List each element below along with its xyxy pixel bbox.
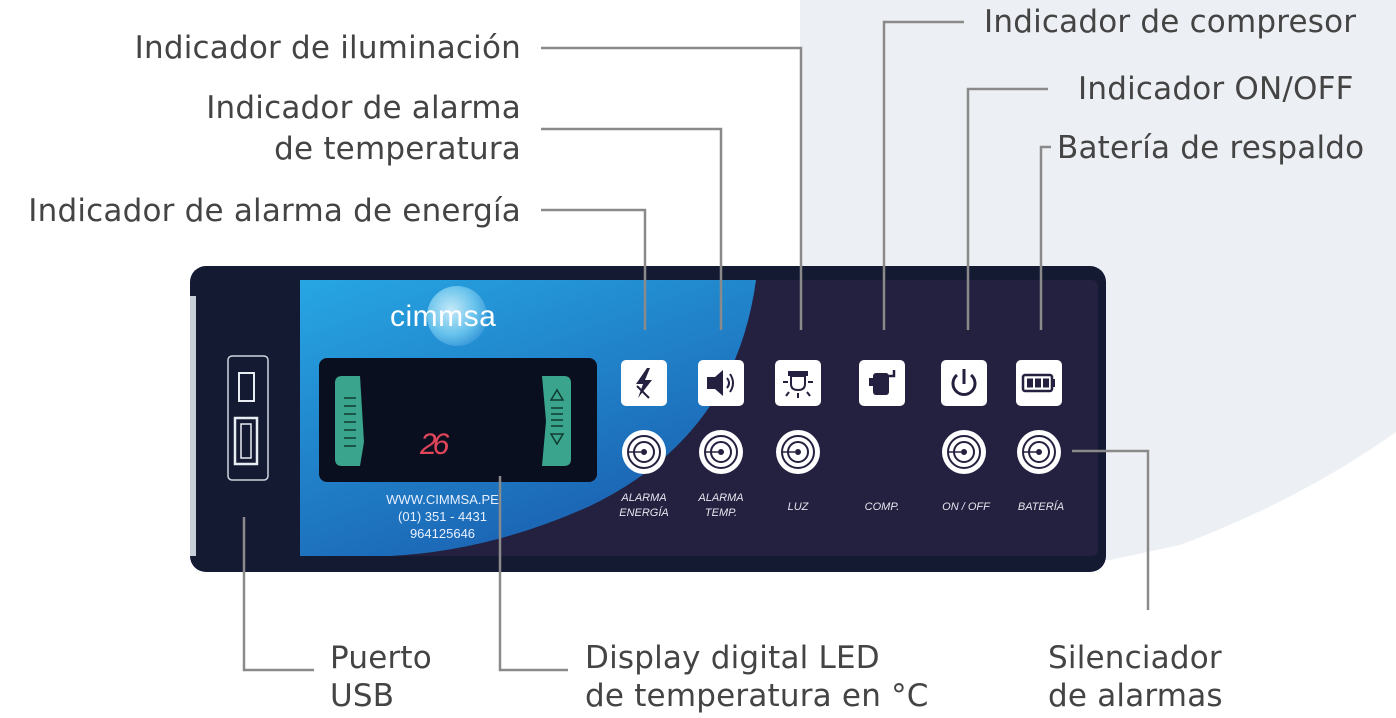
callout-display-line1: Display digital LED — [585, 640, 880, 676]
callout-silenciador-line2: de alarmas — [1048, 678, 1223, 714]
speaker-icon — [698, 360, 744, 406]
temperature-readout: 26 — [420, 428, 449, 461]
label-alarma-temp-1: ALARMA — [698, 492, 744, 504]
lightning-icon — [621, 360, 667, 406]
callout-compresor: Indicador de compresor — [984, 4, 1357, 40]
callout-on-off: Indicador ON/OFF — [1078, 71, 1354, 107]
label-alarma-temp-2: TEMP. — [704, 507, 738, 519]
website-text: WWW.CIMMSA.PE — [386, 492, 499, 507]
on-off-button[interactable] — [941, 429, 987, 475]
callout-silenciador-line1: Silenciador — [1048, 640, 1222, 676]
power-icon — [941, 360, 987, 406]
callout-alarma-temp-line1: Indicador de alarma — [206, 90, 521, 126]
battery-icon — [1016, 360, 1062, 406]
label-comp: COMP. — [864, 501, 900, 513]
label-on-off: ON / OFF — [942, 501, 990, 513]
phone-text: (01) 351 - 4431 — [398, 509, 487, 524]
compressor-icon — [859, 360, 905, 406]
callout-alarma-energia: Indicador de alarma de energía — [28, 193, 521, 229]
label-bateria: BATERÍA — [1017, 501, 1065, 513]
luz-button[interactable] — [775, 429, 821, 475]
callout-usb-line2: USB — [330, 678, 395, 714]
alarma-energia-button[interactable] — [621, 429, 667, 475]
label-alarma-energia-1: ALARMA — [621, 492, 667, 504]
brand-logo: cimmsa — [390, 300, 497, 333]
label-luz: LUZ — [787, 501, 809, 513]
callout-iluminacion: Indicador de iluminación — [134, 30, 521, 66]
lamp-icon — [775, 360, 821, 406]
callout-usb-line1: Puerto — [330, 640, 432, 676]
label-alarma-energia-2: ENERGÍA — [619, 507, 669, 519]
mobile-text: 964125646 — [409, 526, 476, 541]
callout-alarma-temp-line2: de temperatura — [274, 131, 521, 167]
alarma-temp-button[interactable] — [698, 429, 744, 475]
callout-display-line2: de temperatura en °C — [585, 678, 929, 714]
callout-bateria: Batería de respaldo — [1057, 130, 1365, 166]
bateria-button[interactable] — [1016, 429, 1062, 475]
